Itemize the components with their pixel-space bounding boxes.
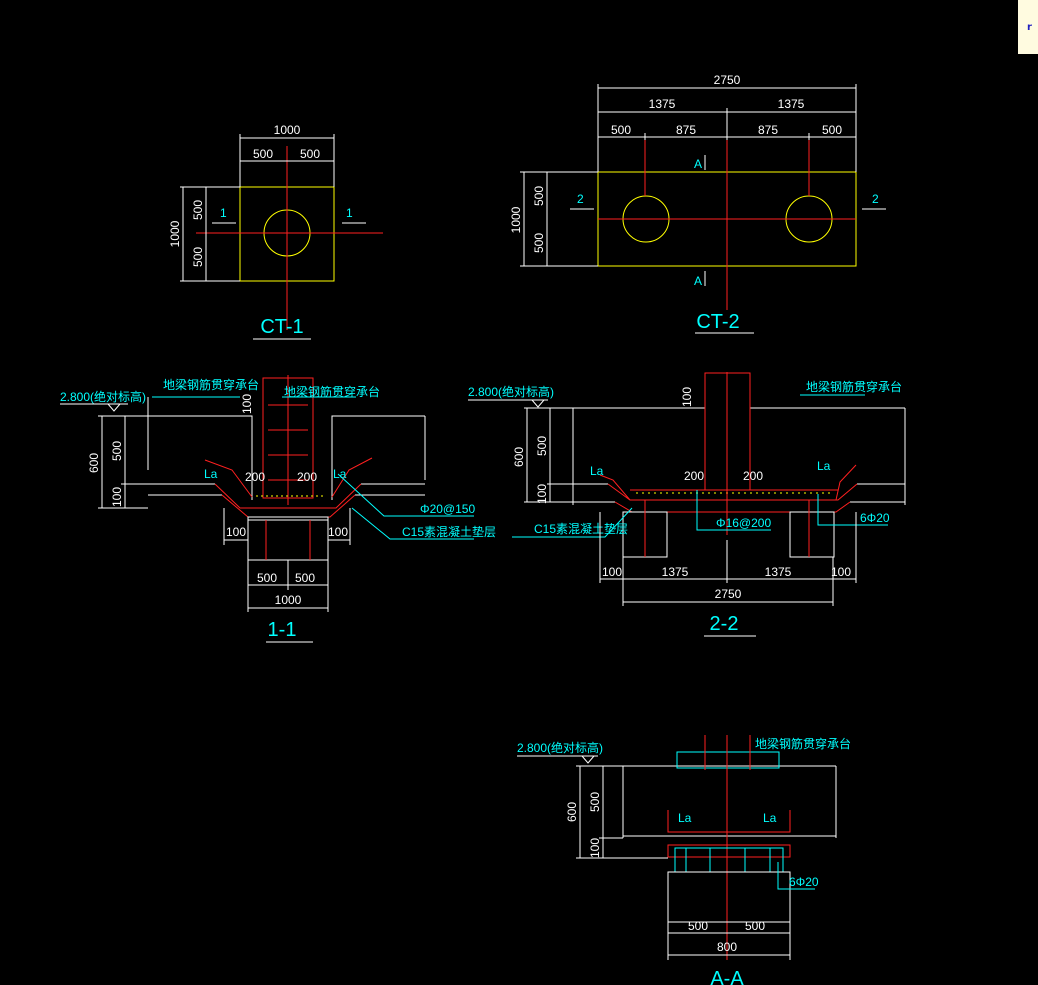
ct1-half-bottom: 500	[191, 247, 205, 267]
s11-dim-500: 500	[110, 441, 124, 461]
ct2-half-top: 500	[532, 186, 546, 206]
s22-beam-note: 地梁钢筋贯穿承台	[806, 379, 902, 394]
s22-b100b: 100	[831, 565, 851, 579]
saa-dim-100: 100	[588, 838, 602, 858]
saa-b500b: 500	[745, 919, 765, 933]
ct1-section-mark-right: 1	[346, 206, 353, 220]
ct2-section-a-top: A	[694, 157, 702, 171]
s11-cushion: C15素混凝土垫层	[402, 524, 496, 539]
s22-la-left: La	[590, 464, 604, 478]
saa-elevation: 2.800(绝对标高)	[517, 740, 603, 755]
section-1-1: 2.800(绝对标高) 地梁钢筋贯穿承台 地梁钢筋贯穿承台 600 500 10…	[60, 375, 496, 643]
s11-elevation: 2.800(绝对标高)	[60, 389, 146, 404]
saa-b800: 800	[717, 940, 737, 954]
saa-dim-500: 500	[588, 792, 602, 812]
s11-b500a: 500	[257, 571, 277, 585]
saa-dim-600: 600	[565, 802, 579, 822]
s22-b2750: 2750	[715, 587, 742, 601]
s11-la-right: La	[333, 467, 347, 481]
s11-beam-note-left: 地梁钢筋贯穿承台	[163, 377, 259, 392]
s22-dim-500: 500	[535, 436, 549, 456]
ct1-half-left: 500	[253, 147, 273, 161]
s22-b100a: 100	[602, 565, 622, 579]
s11-dim-100: 100	[110, 487, 124, 507]
ct2-seg3: 875	[758, 123, 778, 137]
s22-rebar: 6Φ20	[860, 511, 890, 525]
ct1-height: 1000	[168, 220, 182, 247]
s11-b500b: 500	[295, 571, 315, 585]
ct2-half-left: 1375	[649, 97, 676, 111]
saa-rebar: 6Φ20	[789, 875, 819, 889]
ct2-half-right: 1375	[778, 97, 805, 111]
section-a-a: 2.800(绝对标高) 地梁钢筋贯穿承台 600 500 100 La La 6…	[517, 735, 851, 985]
s22-elevation: 2.800(绝对标高)	[468, 384, 554, 399]
ct1-title: CT-1	[260, 316, 303, 338]
saa-la-left: La	[678, 811, 692, 825]
s11-dim-200b: 200	[297, 470, 317, 484]
s22-dim-top-100: 100	[680, 387, 694, 407]
corner-tab: r	[1018, 0, 1038, 54]
s22-b1375a: 1375	[662, 565, 689, 579]
ct2-half-bottom: 500	[532, 233, 546, 253]
s11-b1000: 1000	[275, 593, 302, 607]
s22-title: 2-2	[710, 613, 739, 635]
ct1-section-mark-left: 1	[220, 206, 227, 220]
ct2-seg1: 500	[611, 123, 631, 137]
s11-b100a: 100	[226, 525, 246, 539]
s11-title: 1-1	[268, 619, 297, 641]
s22-dim-600: 600	[512, 447, 526, 467]
ct2-height: 1000	[509, 206, 523, 233]
ct2-section-mark-right: 2	[872, 192, 879, 206]
s11-b100b: 100	[328, 525, 348, 539]
s11-beam-note-right: 地梁钢筋贯穿承台	[284, 384, 380, 399]
saa-title: A-A	[710, 968, 744, 985]
ct2-title: CT-2	[696, 311, 739, 333]
s11-dim-200a: 200	[245, 470, 265, 484]
s22-cushion: C15素混凝土垫层	[534, 521, 628, 536]
plan-ct1: 1000 500 500 1000 500 500 1 1 CT-1	[168, 123, 383, 340]
ct2-section-a-bottom: A	[694, 274, 702, 288]
saa-beam-note: 地梁钢筋贯穿承台	[755, 736, 851, 751]
ct1-half-top: 500	[191, 200, 205, 220]
s22-dim-200b: 200	[743, 469, 763, 483]
s22-stirrup: Φ16@200	[716, 516, 771, 530]
ct1-half-right: 500	[300, 147, 320, 161]
s22-dim-100: 100	[535, 484, 549, 504]
corner-tab-label: r	[1027, 22, 1032, 33]
ct1-width: 1000	[274, 123, 301, 137]
s11-dim-top-100: 100	[240, 394, 254, 414]
saa-la-right: La	[763, 811, 777, 825]
s22-dim-200a: 200	[684, 469, 704, 483]
s22-la-right: La	[817, 459, 831, 473]
s11-dim-600: 600	[87, 453, 101, 473]
plan-ct2: 2750 1375 1375 500 875 875 500 1000 500 …	[509, 73, 886, 334]
ct2-seg2: 875	[676, 123, 696, 137]
s11-rebar: Φ20@150	[420, 502, 475, 516]
section-2-2: 2.800(绝对标高) 地梁钢筋贯穿承台 600 500 100 100 La …	[468, 372, 906, 637]
ct2-seg4: 500	[822, 123, 842, 137]
saa-b500a: 500	[688, 919, 708, 933]
ct2-overall: 2750	[714, 73, 741, 87]
s22-b1375b: 1375	[765, 565, 792, 579]
ct2-section-mark-left: 2	[577, 192, 584, 206]
s11-la-left: La	[204, 467, 218, 481]
